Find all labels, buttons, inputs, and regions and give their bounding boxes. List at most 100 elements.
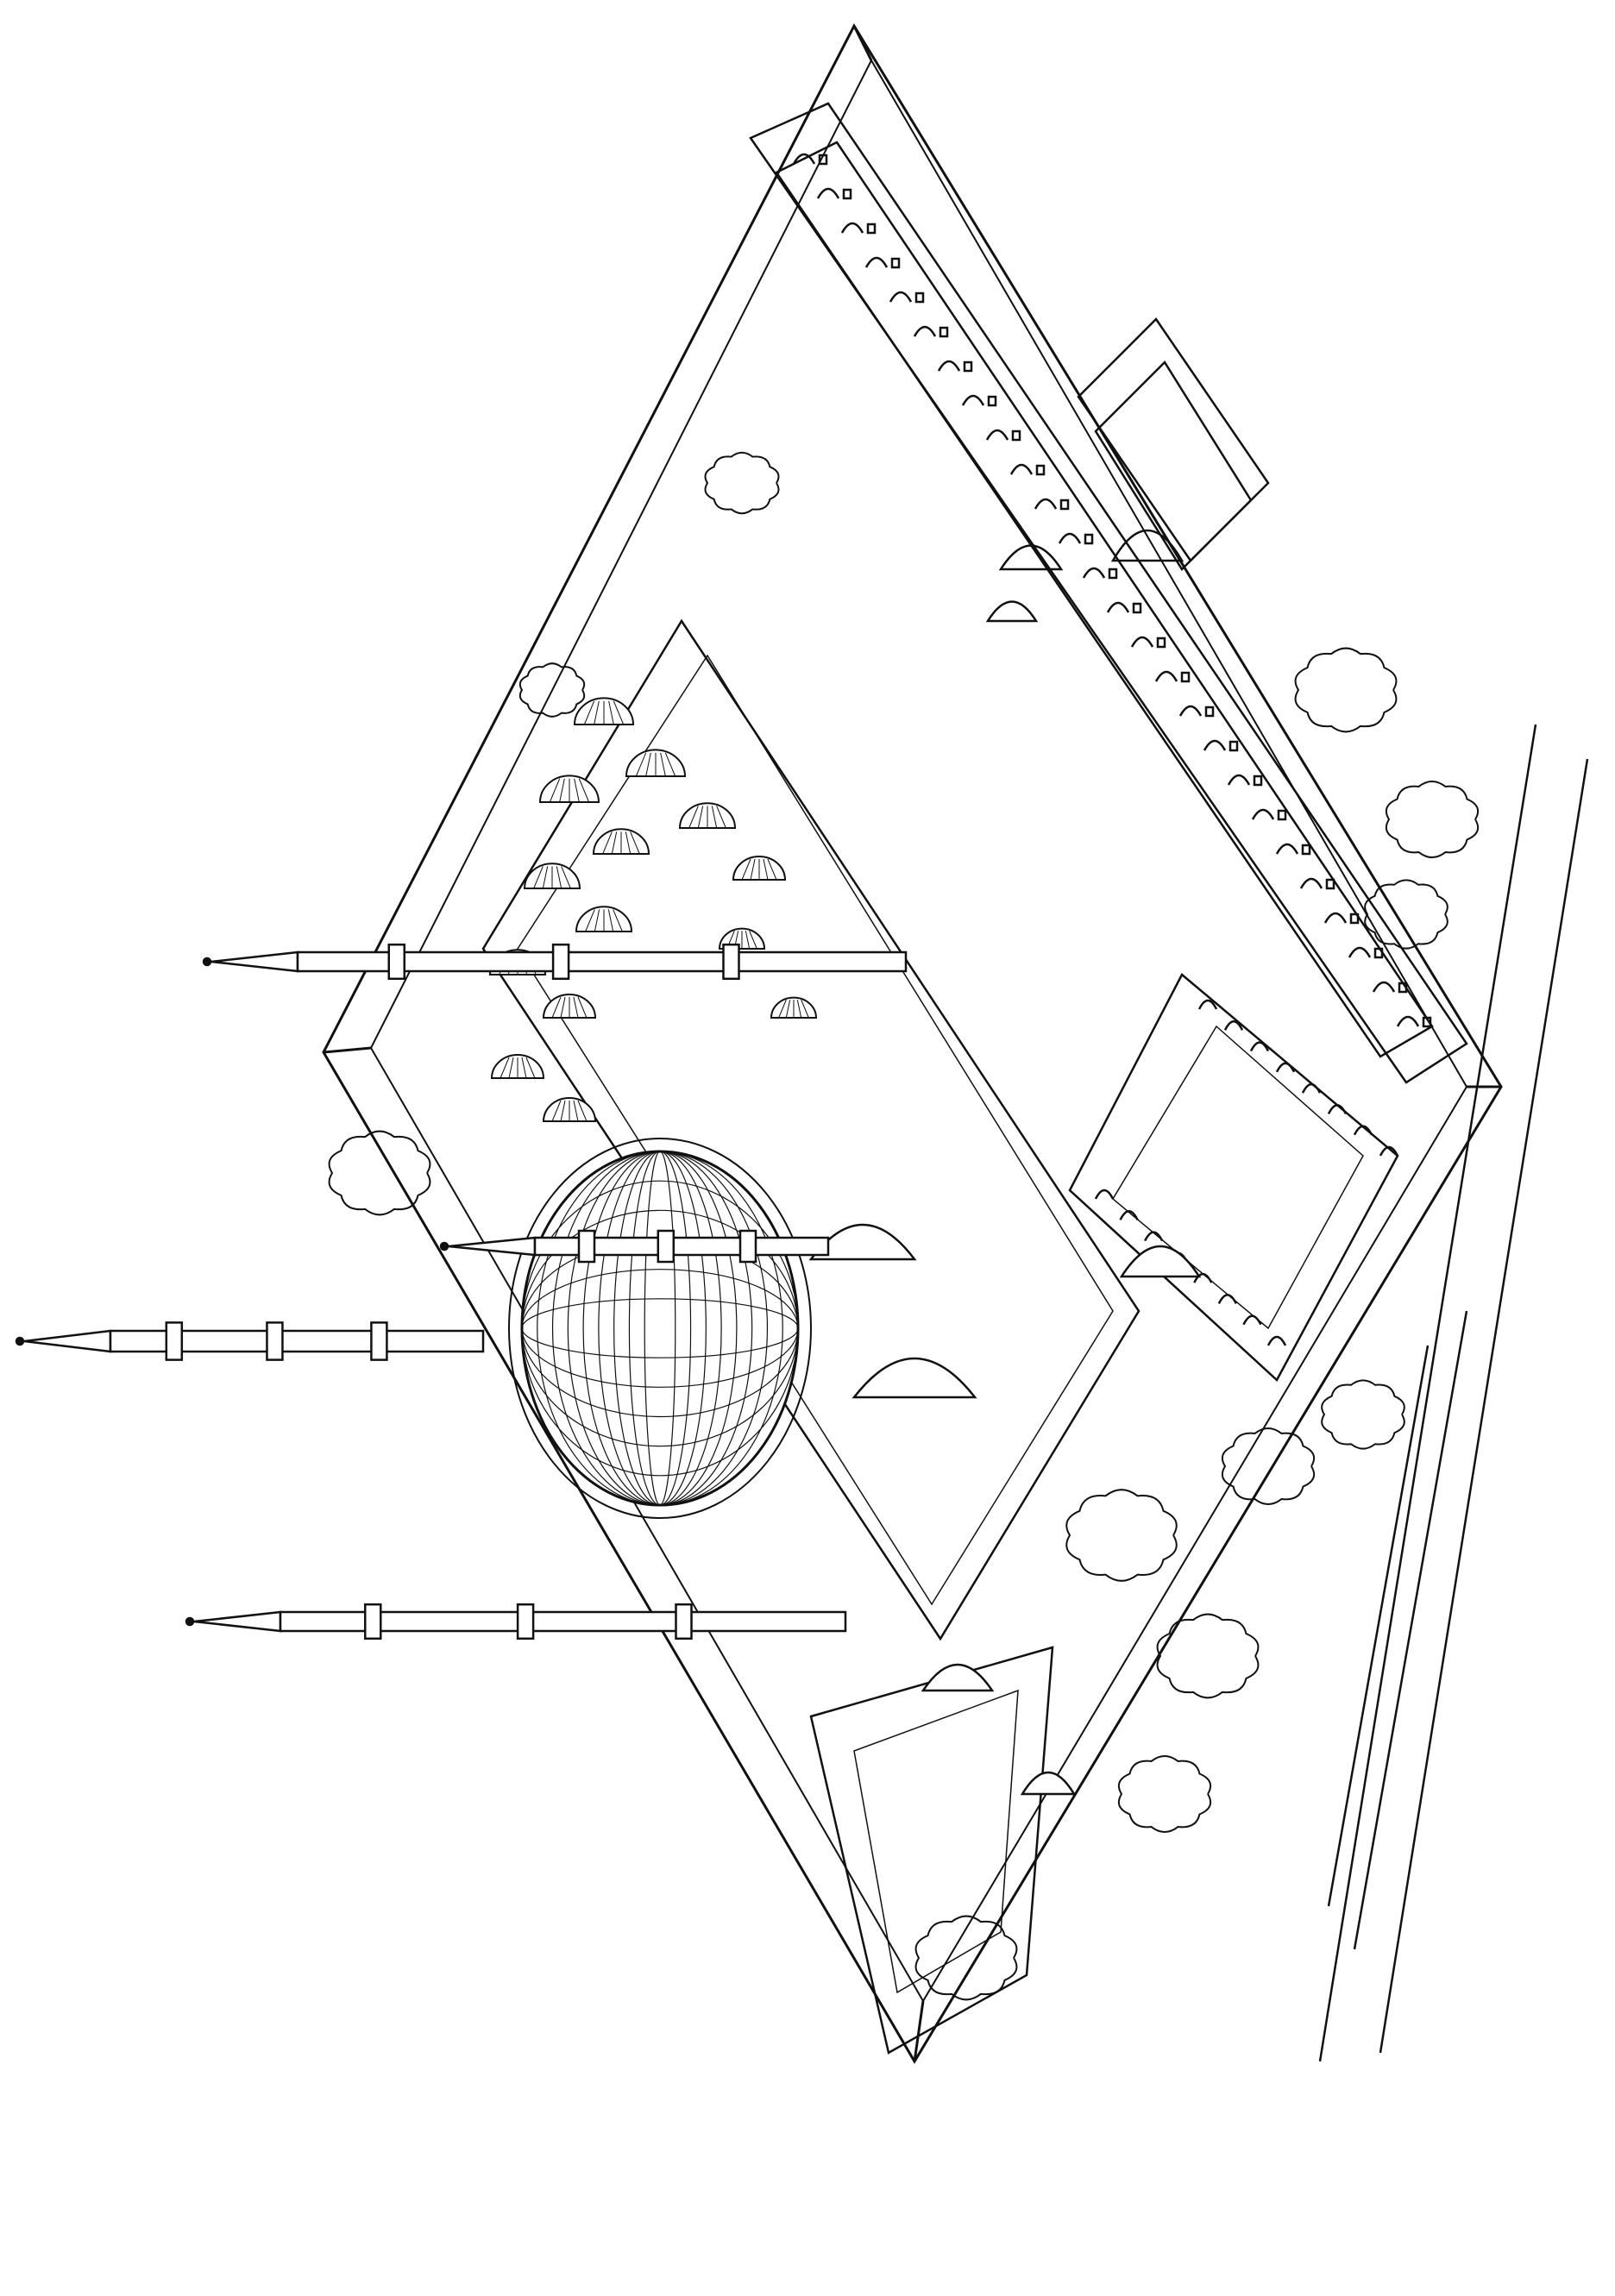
- window: [1229, 740, 1239, 752]
- secondary-domes: [488, 697, 818, 1122]
- arch: [816, 187, 840, 199]
- tree: [914, 1915, 1018, 2001]
- arch: [1323, 912, 1348, 924]
- window: [1373, 947, 1384, 959]
- window: [1180, 671, 1191, 683]
- dome-meridian: [537, 1151, 783, 1506]
- minaret-balcony: [722, 943, 740, 981]
- dome-rib: [613, 909, 623, 932]
- right-gate-block: [985, 317, 1270, 623]
- minaret-balcony: [516, 1603, 535, 1640]
- dome-rib: [559, 778, 565, 803]
- dome-rib: [785, 1000, 791, 1019]
- inner-precinct: [481, 618, 1141, 1641]
- dome-rib: [556, 866, 562, 889]
- arch: [1094, 1189, 1115, 1200]
- dome-rib: [594, 909, 600, 932]
- arch: [1217, 1294, 1237, 1305]
- window: [939, 326, 949, 338]
- arch: [1034, 498, 1058, 510]
- dome-rib: [560, 1100, 566, 1122]
- minaret-balcony: [370, 1321, 388, 1361]
- minaret-balcony: [364, 1603, 382, 1640]
- arch: [1266, 1335, 1287, 1346]
- arch: [1379, 1145, 1399, 1157]
- tree: [1221, 1427, 1316, 1506]
- dome-rib: [613, 700, 625, 725]
- window: [1301, 844, 1311, 856]
- arch: [864, 256, 889, 268]
- minaret-shaft: [279, 1610, 847, 1633]
- dome-rib: [745, 931, 751, 950]
- dome-rib: [741, 858, 751, 881]
- tree: [1065, 1489, 1178, 1582]
- arch: [1203, 739, 1227, 751]
- dome-rib: [574, 778, 580, 803]
- minaret-balcony: [657, 1229, 676, 1264]
- arch: [985, 429, 1009, 441]
- dome-rib: [630, 831, 640, 855]
- window: [818, 154, 828, 166]
- dome-rib: [533, 866, 544, 889]
- trees: [328, 451, 1480, 2001]
- window: [1277, 809, 1287, 821]
- window: [1011, 430, 1021, 442]
- window: [987, 395, 997, 407]
- arch: [1275, 843, 1299, 855]
- arch: [1348, 946, 1372, 958]
- arch: [1082, 567, 1106, 579]
- dome-rib: [608, 700, 614, 725]
- window: [1422, 1016, 1432, 1028]
- dome-rib: [525, 1057, 536, 1079]
- minaret-balcony: [266, 1321, 284, 1361]
- arch: [792, 153, 816, 165]
- arch: [1154, 670, 1178, 682]
- dome-rib: [796, 1000, 802, 1019]
- window: [1398, 982, 1408, 994]
- tree: [1294, 647, 1398, 733]
- minaret-balcony: [551, 943, 570, 981]
- minaret-balcony: [165, 1321, 184, 1361]
- outer-enclosure-walls: [322, 22, 1503, 2064]
- window: [842, 188, 852, 200]
- arch: [1009, 463, 1034, 475]
- minaret-finial: [185, 1616, 195, 1627]
- arch: [961, 394, 985, 406]
- dome-parallel: [521, 1180, 799, 1477]
- arch: [1242, 1314, 1262, 1326]
- dome-rib: [573, 1100, 579, 1122]
- arch: [1249, 1041, 1270, 1052]
- tree: [1321, 1379, 1405, 1450]
- arch: [1178, 705, 1203, 717]
- dome-rib: [635, 752, 647, 777]
- front-courtyard: [1068, 973, 1399, 1383]
- dome-rib: [594, 700, 600, 725]
- dome-rib: [660, 752, 666, 777]
- dome-rib: [664, 752, 676, 777]
- dome-rib: [750, 858, 756, 881]
- window: [1253, 775, 1263, 787]
- arch: [840, 222, 864, 234]
- dome-rib: [763, 858, 769, 881]
- arch: [1106, 601, 1130, 613]
- dome-rib: [542, 866, 549, 889]
- dome-rib: [508, 1057, 514, 1079]
- dome-rib: [551, 996, 562, 1019]
- minaret-shaft: [296, 950, 908, 973]
- roads: [1318, 724, 1589, 2062]
- tree: [1117, 1754, 1212, 1834]
- tree: [704, 451, 780, 515]
- tree: [1364, 879, 1448, 950]
- arch: [1299, 877, 1323, 889]
- minaret-finial: [15, 1336, 25, 1346]
- minaret-balcony: [738, 1229, 757, 1264]
- dome-rib: [716, 806, 726, 829]
- arch: [1327, 1104, 1348, 1115]
- arch: [1353, 1125, 1373, 1136]
- dome-rib: [585, 909, 595, 932]
- dome-rib: [711, 806, 718, 829]
- window: [1059, 499, 1070, 511]
- dome-rib: [577, 1100, 588, 1122]
- dome-rib: [688, 806, 699, 829]
